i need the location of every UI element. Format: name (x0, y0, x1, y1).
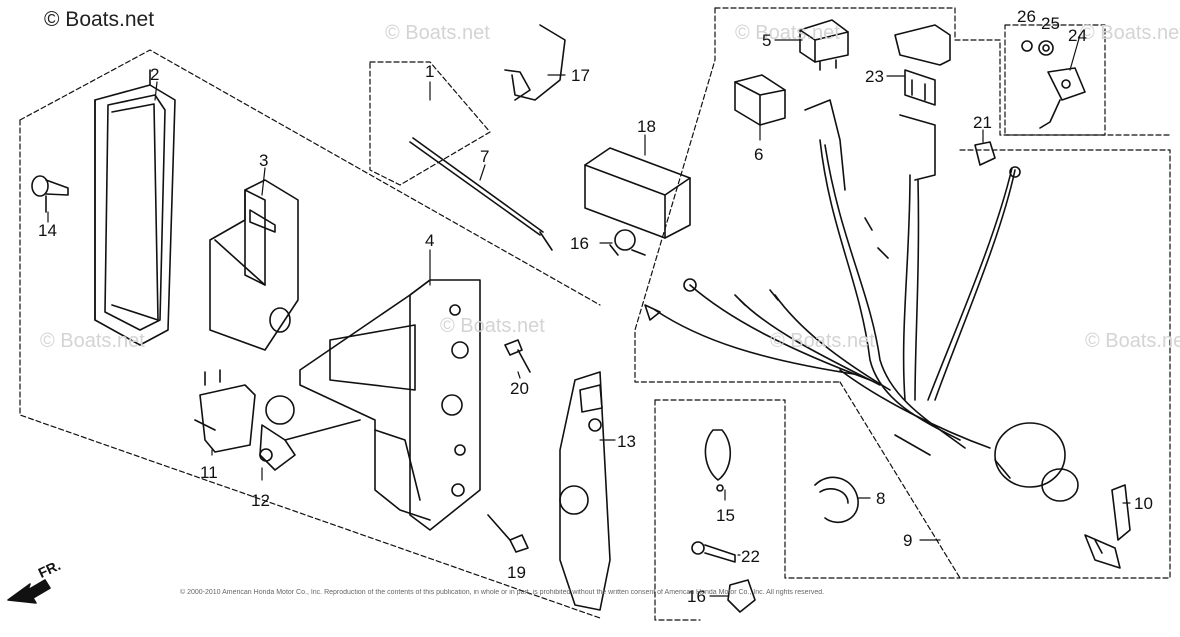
part-21-grommet (974, 141, 996, 166)
callout-15: 15 (716, 506, 735, 525)
part-24-bracket (1039, 67, 1086, 129)
callout-23: 23 (865, 67, 884, 86)
part-19-bolt (487, 514, 529, 553)
part-25-nut (1038, 40, 1054, 56)
callout-17: 17 (571, 66, 590, 85)
copyright-line: © 2000-2010 American Honda Motor Co., In… (180, 589, 825, 596)
faint-watermark: © Boats.net (385, 22, 490, 44)
callout-21: 21 (973, 113, 992, 132)
callout-7: 7 (480, 147, 490, 166)
callout-5: 5 (762, 31, 772, 50)
part-13-plate (559, 371, 611, 611)
part-16-clip-lower (727, 579, 756, 613)
faint-watermark: © Boats.net (1085, 330, 1180, 352)
part-18-bag (584, 147, 691, 239)
part-17-clip (504, 24, 566, 101)
callout-4: 4 (425, 231, 435, 250)
faint-watermark: © Boats.net (40, 330, 145, 352)
callout-22: 22 (741, 547, 760, 566)
part-15-band (704, 429, 731, 492)
part-3-bracket (209, 179, 299, 351)
group-frame-24 (1004, 24, 1106, 136)
callout-3: 3 (259, 151, 269, 170)
faint-watermark: © Boats.net (1080, 22, 1180, 44)
part-11-switch (194, 369, 256, 453)
callout-2: 2 (150, 65, 160, 84)
callout-9: 9 (903, 531, 913, 550)
part-16-clip-upper (609, 229, 646, 256)
part-10-key (1084, 484, 1131, 569)
callout-25: 25 (1041, 14, 1060, 33)
callout-6: 6 (754, 145, 764, 164)
leader-lines (47, 34, 1131, 597)
callout-12: 12 (251, 491, 270, 510)
part-6-block (734, 74, 786, 126)
faint-watermark: © Boats.net (440, 315, 545, 337)
part-8-clamp (814, 476, 859, 524)
part-9-harness (644, 99, 1079, 502)
harness-frame (634, 7, 1171, 579)
group-frame-1 (369, 61, 491, 186)
callout-24: 24 (1068, 26, 1087, 45)
callout-16-lower: 16 (687, 587, 706, 606)
site-watermark: © Boats.net (44, 8, 155, 31)
callout-10: 10 (1134, 494, 1153, 513)
callout-14: 14 (38, 221, 57, 240)
callout-1: 1 (425, 62, 435, 81)
callout-26: 26 (1017, 7, 1036, 26)
part-7-rod (409, 137, 553, 251)
part-2-cover (94, 69, 176, 346)
callout-13: 13 (617, 432, 636, 451)
front-arrow (7, 579, 51, 604)
part-22-bolt (691, 541, 736, 563)
control-box-frame (19, 49, 601, 619)
part-23-fuse (894, 24, 951, 106)
callout-16-upper: 16 (570, 234, 589, 253)
callout-11: 11 (200, 463, 218, 482)
callout-8: 8 (876, 489, 886, 508)
part-20-bolt (504, 339, 531, 373)
part-5-relay (799, 19, 849, 71)
accessory-frame (654, 399, 961, 621)
part-14-screw (31, 175, 69, 213)
part-12-sensor (259, 395, 361, 471)
part-26-washer (1021, 40, 1033, 52)
faint-watermark: © Boats.net (735, 22, 840, 44)
callout-19: 19 (507, 563, 526, 582)
callout-18: 18 (637, 117, 656, 136)
callout-20: 20 (510, 379, 529, 398)
faint-watermark: © Boats.net (770, 330, 875, 352)
